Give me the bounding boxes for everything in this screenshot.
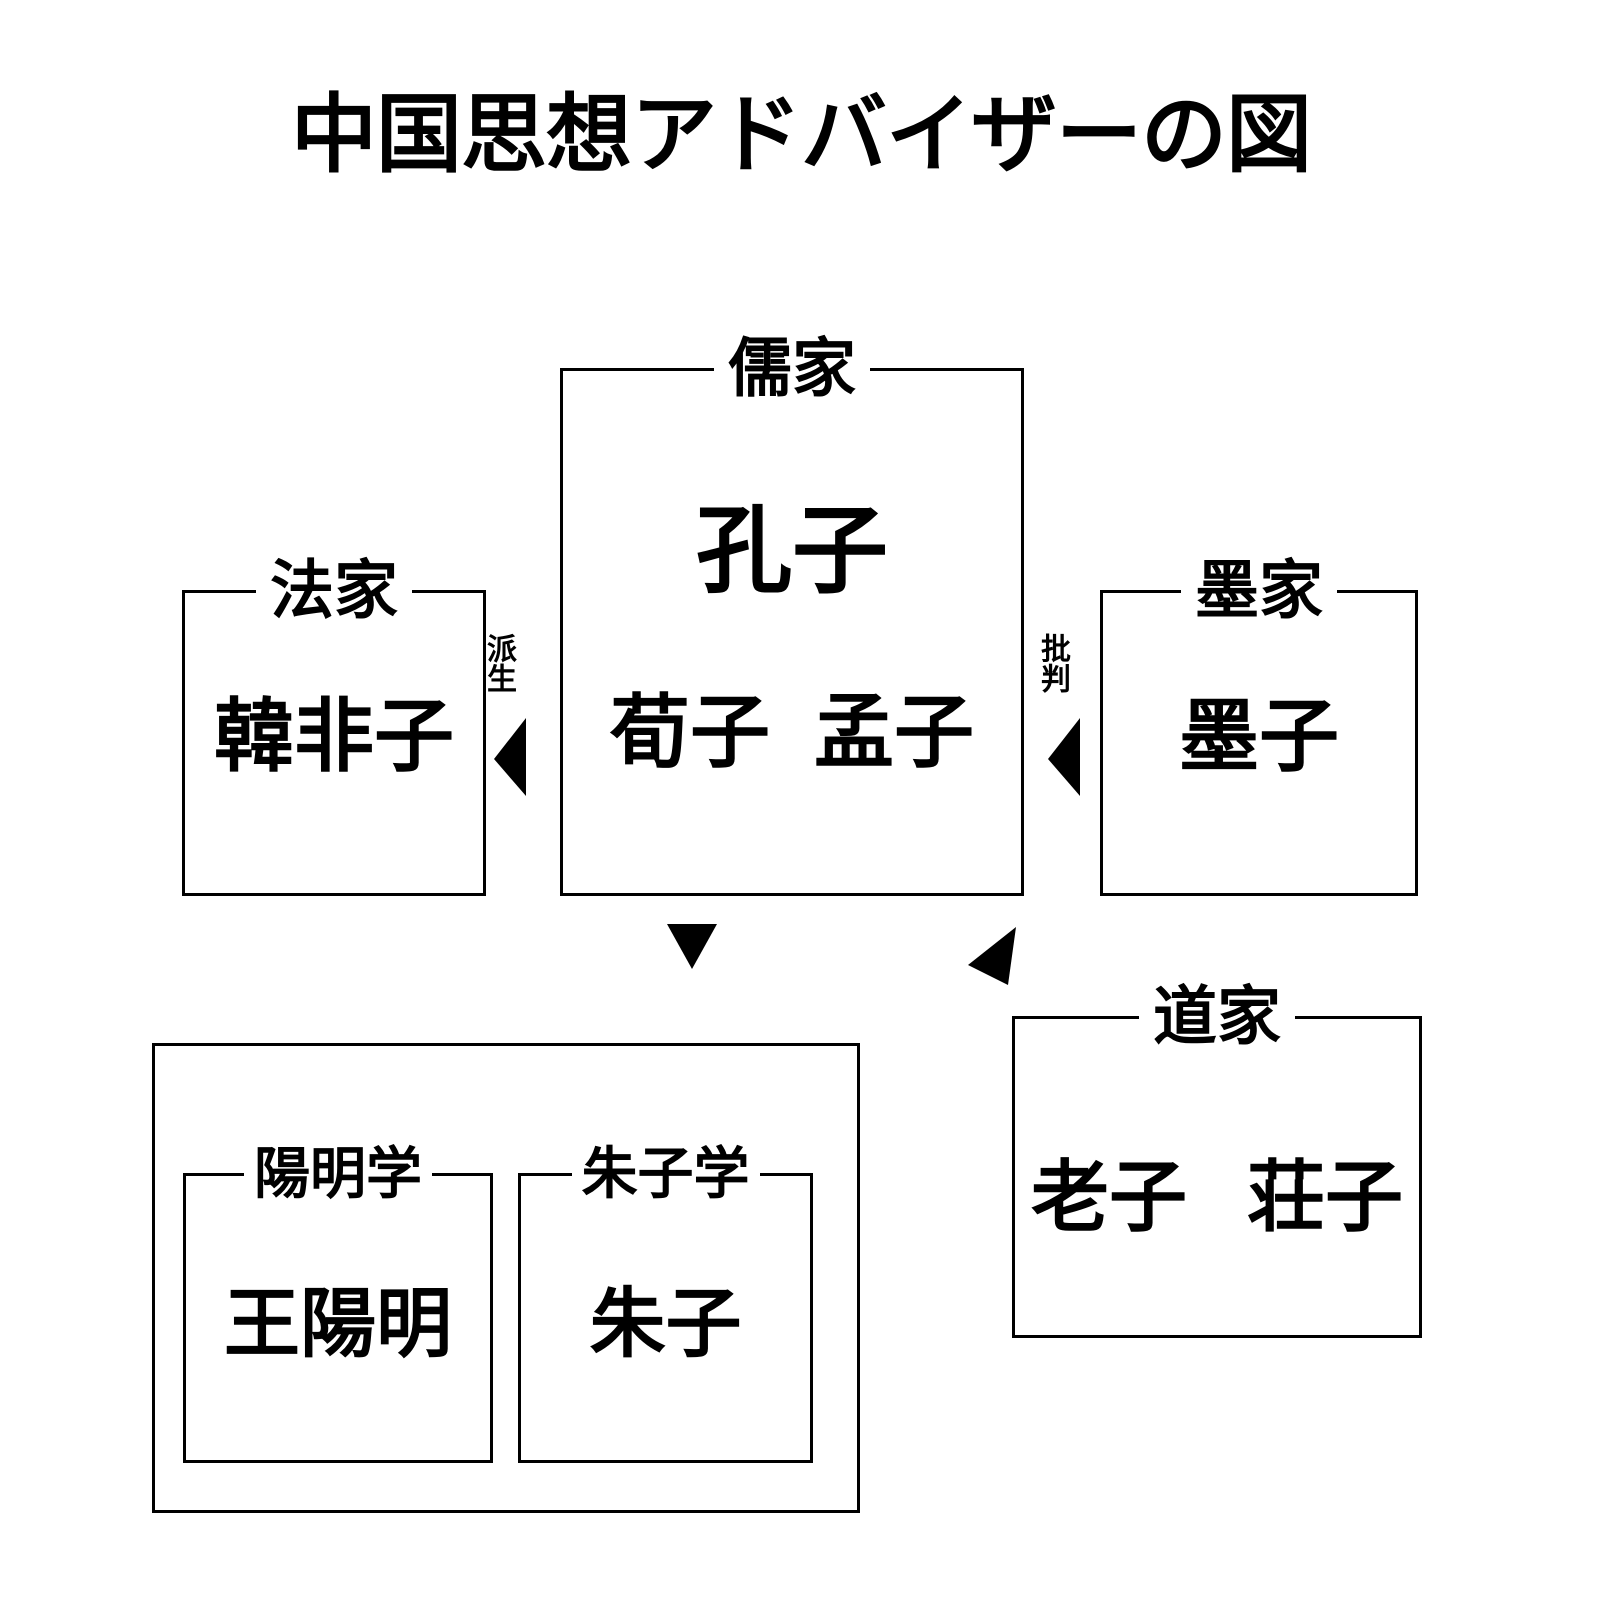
group-label-legalism: 法家 — [256, 559, 412, 624]
group-box-shushigaku: 朱子学 朱子 — [518, 1146, 813, 1463]
member-row-confucianism: 荀子 孟子 — [563, 693, 1021, 773]
group-label-yomeigaku: 陽明学 — [244, 1146, 432, 1203]
member-zhuxi: 朱子 — [589, 1279, 742, 1368]
member-kongzi: 孔子 — [696, 495, 888, 607]
member-row-daoism: 老子 荘子 — [1015, 1159, 1419, 1237]
group-label-daoism: 道家 — [1139, 985, 1295, 1050]
group-label-mohism: 墨家 — [1181, 559, 1337, 624]
page-title: 中国思想アドバイザーの図 — [291, 85, 1312, 185]
member-laozi: 老子 — [1030, 1153, 1187, 1243]
member-mozi: 墨子 — [1179, 690, 1339, 783]
member-wang-yangming: 王陽明 — [224, 1279, 452, 1368]
group-box-legalism: 法家 韓非子 — [182, 559, 486, 896]
group-box-neo-confucianism: 陽明学 王陽明 朱子学 朱子 — [152, 1043, 860, 1513]
arrow-left-triangle-hasei — [492, 718, 528, 796]
arrow-left-triangle-hihan — [1046, 718, 1082, 796]
member-mengzi: 孟子 — [814, 686, 974, 779]
group-box-mohism: 墨家 墨子 — [1100, 559, 1418, 896]
group-box-confucianism: 儒家 孔子 荀子 孟子 — [560, 337, 1024, 896]
group-box-yomeigaku: 陽明学 王陽明 — [183, 1146, 493, 1463]
group-box-daoism: 道家 老子 荘子 — [1012, 985, 1422, 1338]
group-label-shushigaku: 朱子学 — [571, 1146, 760, 1203]
group-label-confucianism: 儒家 — [714, 337, 870, 402]
member-zhuangzi: 荘子 — [1247, 1153, 1404, 1243]
member-xunzi: 荀子 — [610, 686, 770, 779]
arrow-down-triangle-confucian-to-neo — [666, 923, 718, 971]
arrow-diagonal-left-triangle-daoism-to-neo — [966, 925, 1020, 987]
edge-label-hasei: 派生 — [481, 633, 516, 693]
edge-label-hihan: 批判 — [1035, 633, 1070, 693]
member-hanfeizi: 韓非子 — [214, 690, 454, 783]
